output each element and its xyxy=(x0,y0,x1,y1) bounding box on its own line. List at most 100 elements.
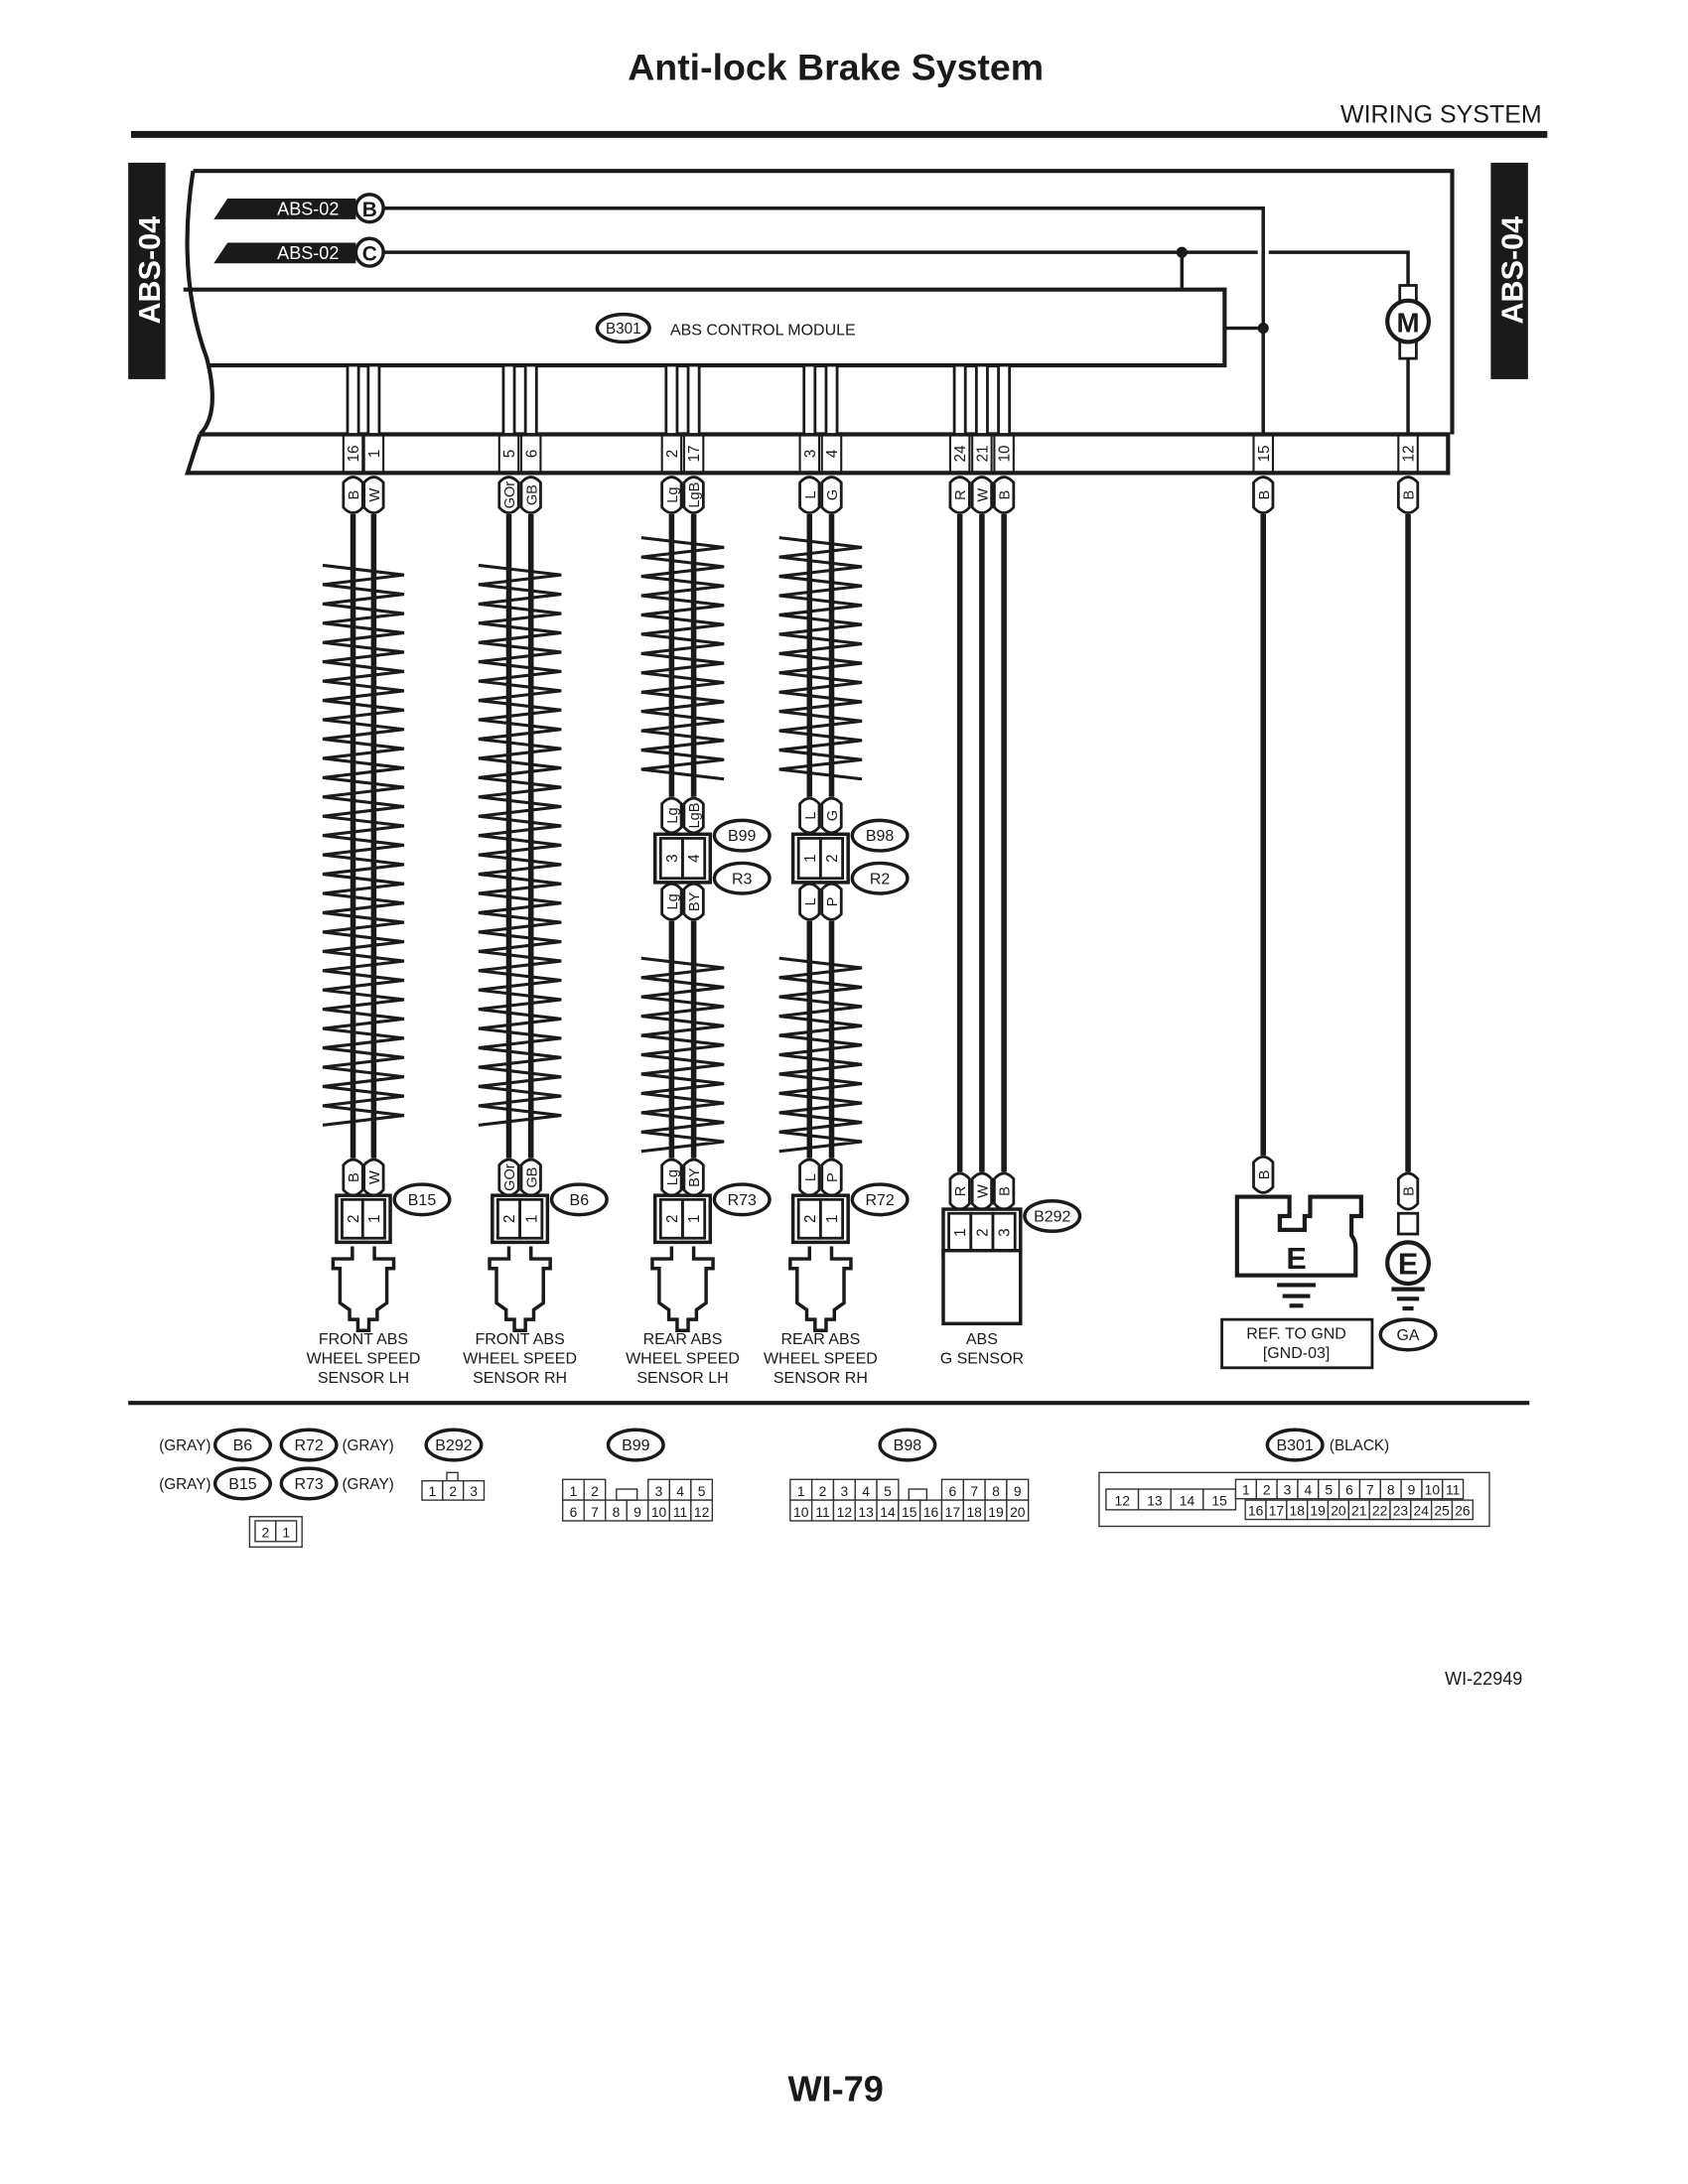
wheel-speed-sensor-icon xyxy=(488,1246,552,1333)
view-b98-pin: 18 xyxy=(966,1504,982,1520)
view-b99-pin: 11 xyxy=(673,1504,688,1520)
view-b301-pin: 7 xyxy=(1366,1482,1374,1498)
wheel-speed-sensor-icon xyxy=(788,1246,853,1333)
wire-color-label-text: L xyxy=(803,897,819,905)
wire-color-label-text: W xyxy=(367,487,383,501)
ref-abs02-b[interactable]: ABS-02 B xyxy=(213,193,385,224)
wire-color-label-text: Lg xyxy=(665,1169,681,1185)
connector-view-id: B98 xyxy=(894,1437,922,1454)
view-b301-pin: 13 xyxy=(1147,1493,1163,1509)
wire-color-label xyxy=(993,476,1016,515)
view-b301-pin: 14 xyxy=(1180,1493,1196,1509)
sensor-connector-pin xyxy=(360,1197,386,1240)
sensor-label: WHEEL SPEED xyxy=(626,1351,740,1368)
wire-color-label-text: W xyxy=(975,487,991,501)
module-name: ABS CONTROL MODULE xyxy=(670,323,856,340)
connector-view-id-badge xyxy=(212,1428,272,1462)
view-b98-pin: 15 xyxy=(902,1504,917,1520)
view-b98-pin: 11 xyxy=(815,1504,830,1520)
view-b301-pin: 19 xyxy=(1310,1502,1326,1518)
view-2pin-pin: 2 xyxy=(262,1525,270,1541)
ground-stud xyxy=(1396,1211,1420,1236)
sensor-connector-id-badge xyxy=(850,1182,910,1217)
module-frame xyxy=(185,169,1455,436)
inline-connector-pin-number: 2 xyxy=(824,854,841,863)
view-b301-pin: 5 xyxy=(1325,1482,1333,1498)
wire-color-label xyxy=(798,882,821,921)
shield-twist xyxy=(322,563,405,1127)
splice-dot xyxy=(1176,246,1188,258)
wire-color-label-text: Lg xyxy=(665,893,681,909)
view-b301-pin: 2 xyxy=(1263,1482,1271,1498)
sensor-label: REAR ABS xyxy=(780,1331,860,1348)
connector-color: (GRAY) xyxy=(342,1437,393,1454)
wire-color-label-text: B xyxy=(1402,490,1418,500)
connector-view-id-badge xyxy=(279,1466,339,1501)
connector-color: (BLACK) xyxy=(1330,1437,1389,1454)
sensor-label: SENSOR RH xyxy=(473,1370,567,1387)
view-b98-pin: 4 xyxy=(862,1483,870,1499)
ground-ref-box xyxy=(1220,1317,1374,1370)
wire-color-label-text: W xyxy=(975,1184,991,1198)
pin-bar xyxy=(185,432,1451,476)
view-b98-pin: 12 xyxy=(837,1504,853,1520)
wire-color-label-text: L xyxy=(803,1173,819,1181)
wire-color-label-text: B xyxy=(347,1172,362,1182)
inline-connector-pin xyxy=(819,837,844,881)
view-b98-pin: 13 xyxy=(858,1504,874,1520)
wire-color-label xyxy=(497,476,520,515)
wire-color-label xyxy=(682,1158,705,1197)
sensor-connector-pin-number: 2 xyxy=(664,1215,681,1224)
module-lead xyxy=(974,363,989,436)
sensor-connector-id-badge xyxy=(712,1182,772,1217)
view-b292-pin: 2 xyxy=(449,1483,457,1499)
ref-abs02-c[interactable]: ABS-02 C xyxy=(213,236,385,268)
view-b98-pin: 14 xyxy=(880,1504,896,1520)
power-lines xyxy=(383,205,1410,435)
ground-circle xyxy=(1385,1240,1431,1287)
module-pin-number: 10 xyxy=(997,445,1014,462)
connector-view-id: R72 xyxy=(294,1437,323,1454)
ground-point-id-badge xyxy=(1378,1317,1438,1352)
view-b98-pin: 9 xyxy=(1014,1483,1022,1499)
shield-twist xyxy=(778,956,863,1154)
sensor-label: SENSOR LH xyxy=(318,1370,409,1387)
view-b301-pin: 9 xyxy=(1408,1482,1416,1498)
wire-color-label-text: BY xyxy=(687,891,703,911)
view-b301-pin: 12 xyxy=(1114,1493,1130,1509)
wire-color-label xyxy=(682,476,705,515)
side-tab-left: ABS-04 xyxy=(128,162,167,379)
sensor-label: SENSOR RH xyxy=(774,1370,868,1387)
inline-connector-id-badge xyxy=(712,861,772,895)
sensor-connector-id: R72 xyxy=(865,1192,894,1209)
ref-abs02-b-label: ABS-02 xyxy=(277,200,339,219)
wire-color-label xyxy=(660,796,683,835)
wire-color-label xyxy=(970,476,993,515)
view-b99-pin: 10 xyxy=(651,1504,667,1520)
connector-view-id-badge xyxy=(279,1428,339,1462)
module-lead xyxy=(802,363,817,436)
shield-twist xyxy=(640,956,725,1154)
module-lead xyxy=(346,363,360,436)
view-b99-pin: 5 xyxy=(698,1483,706,1499)
sensor-label: ABS xyxy=(966,1331,998,1348)
view-b301-pin: 17 xyxy=(1269,1502,1285,1518)
page-title: Anti-lock Brake System xyxy=(628,47,1044,88)
inline-connector-id: B98 xyxy=(866,828,895,845)
view-b99-pin: 2 xyxy=(591,1483,599,1499)
view-b98-pin: 5 xyxy=(884,1483,892,1499)
view-b301-pin: 4 xyxy=(1305,1482,1313,1498)
motor-label: M xyxy=(1396,308,1419,339)
sensor-connector-pin-number: 2 xyxy=(346,1215,362,1224)
g-sensor-body xyxy=(941,1248,1023,1326)
module-pin-number: 15 xyxy=(1256,445,1273,462)
wire-color-label xyxy=(497,1158,520,1197)
sensor-connector-pin-number: 1 xyxy=(523,1215,540,1224)
